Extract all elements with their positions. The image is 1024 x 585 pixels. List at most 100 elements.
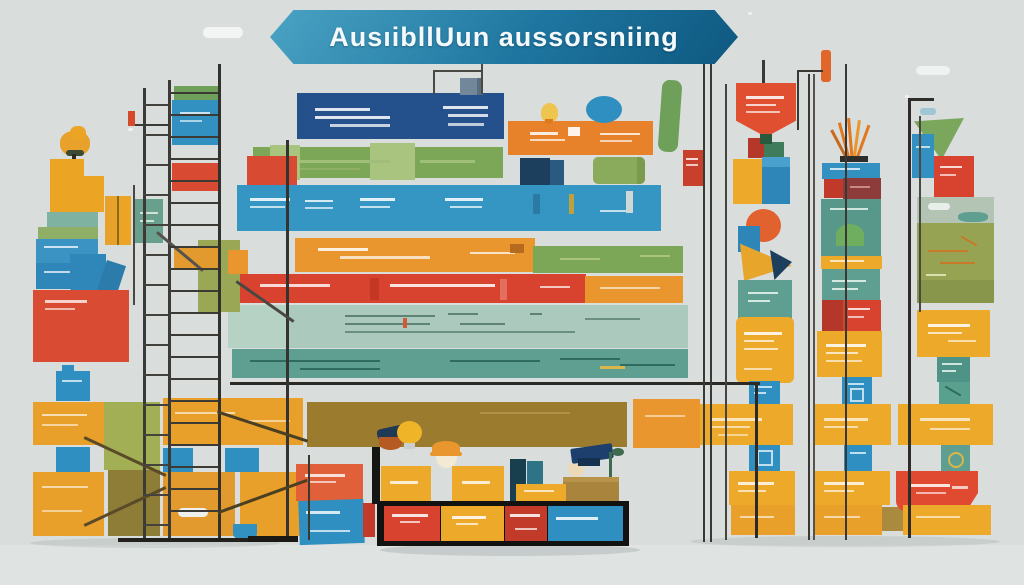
navy-triangle	[770, 250, 792, 280]
dash	[460, 323, 505, 325]
ladder-rung	[170, 488, 218, 490]
red-side-block	[683, 150, 703, 186]
green-blob	[657, 79, 683, 153]
dash	[450, 206, 482, 208]
dash	[448, 123, 484, 126]
flag-line	[133, 124, 171, 126]
ladder-blue-block	[172, 100, 219, 145]
green-rounded-block	[593, 157, 645, 184]
frame-line	[433, 70, 435, 94]
scribble-square	[757, 450, 773, 466]
dash	[530, 139, 565, 141]
dash	[306, 511, 340, 514]
red-cube	[822, 300, 843, 331]
bird-beak	[545, 119, 553, 124]
lamp-arm	[908, 98, 934, 101]
dash	[140, 220, 154, 222]
dash	[686, 164, 698, 166]
red-block-left	[247, 156, 297, 187]
teal-small	[939, 382, 970, 407]
dash	[392, 514, 428, 517]
ladder-rung	[170, 444, 218, 446]
orange-block	[33, 472, 104, 536]
logo-mark	[568, 127, 580, 136]
red-shield	[736, 83, 796, 137]
yellow-block	[814, 505, 882, 535]
ladder-rung	[143, 284, 168, 286]
ladder-rail	[218, 64, 221, 540]
dash	[686, 158, 698, 160]
tick	[600, 366, 625, 369]
dash	[443, 106, 488, 109]
blue-cube-top	[762, 157, 790, 167]
ladder-rung	[143, 194, 168, 196]
dash	[260, 284, 330, 287]
blue-machine	[56, 371, 90, 401]
yellow-block	[903, 505, 991, 535]
yellow-block	[814, 471, 890, 505]
paint-roller	[821, 50, 831, 82]
frame-line	[433, 70, 483, 72]
ladder-rung	[143, 524, 168, 526]
yellow-block	[381, 466, 431, 503]
orange-band	[898, 404, 993, 445]
dash	[42, 486, 88, 488]
dash	[744, 332, 782, 335]
dash	[305, 474, 345, 477]
green-hill-circle	[836, 224, 864, 246]
dash	[744, 348, 778, 350]
dash	[462, 481, 490, 484]
pole	[808, 74, 810, 540]
dash	[448, 313, 478, 315]
cube-gray-side	[477, 78, 483, 95]
bar-brown	[307, 402, 627, 447]
note-mark	[510, 244, 524, 253]
speck	[905, 95, 909, 98]
green-rounded-side	[637, 157, 645, 184]
ladder-rung	[143, 494, 168, 496]
dash	[744, 368, 772, 370]
blue-small	[56, 447, 90, 472]
blue-band	[822, 163, 880, 179]
ground-shadow	[30, 538, 280, 548]
dash	[560, 358, 620, 360]
ladder-rung	[143, 464, 168, 466]
ladder-rung	[170, 466, 218, 468]
yellow-on-desk	[516, 484, 566, 501]
dash	[175, 412, 235, 414]
dash	[42, 510, 82, 512]
tick	[500, 279, 507, 300]
dash	[400, 521, 420, 523]
landscape-dark-band	[917, 280, 994, 303]
pole	[286, 140, 289, 542]
dash	[450, 360, 540, 362]
ladder-rail	[168, 80, 171, 540]
dash	[44, 271, 72, 273]
book	[119, 196, 131, 245]
grass-base	[840, 156, 868, 162]
tree-leaves-dark	[66, 150, 84, 156]
bar-orange	[295, 238, 535, 272]
ladder-rung	[170, 268, 218, 270]
blue-ellipse	[586, 96, 622, 123]
dash	[585, 318, 640, 320]
dash	[45, 300, 87, 303]
dash	[640, 255, 670, 257]
ladder-rung	[170, 356, 218, 358]
ladder-rung	[170, 422, 218, 424]
pole	[845, 64, 847, 540]
teal-small	[937, 357, 970, 382]
dash	[390, 481, 418, 484]
landscape-scribble	[928, 250, 968, 252]
navy-cube-side	[550, 160, 564, 187]
dash	[824, 482, 864, 485]
dash	[390, 284, 495, 287]
bar-sage	[228, 305, 688, 348]
lamp-pole	[908, 98, 911, 538]
dash	[600, 140, 632, 142]
dash	[916, 516, 960, 518]
tick	[403, 318, 407, 328]
shelf-red-block	[384, 506, 440, 541]
landscape-pond	[958, 212, 988, 222]
plant-leaf	[612, 448, 624, 456]
